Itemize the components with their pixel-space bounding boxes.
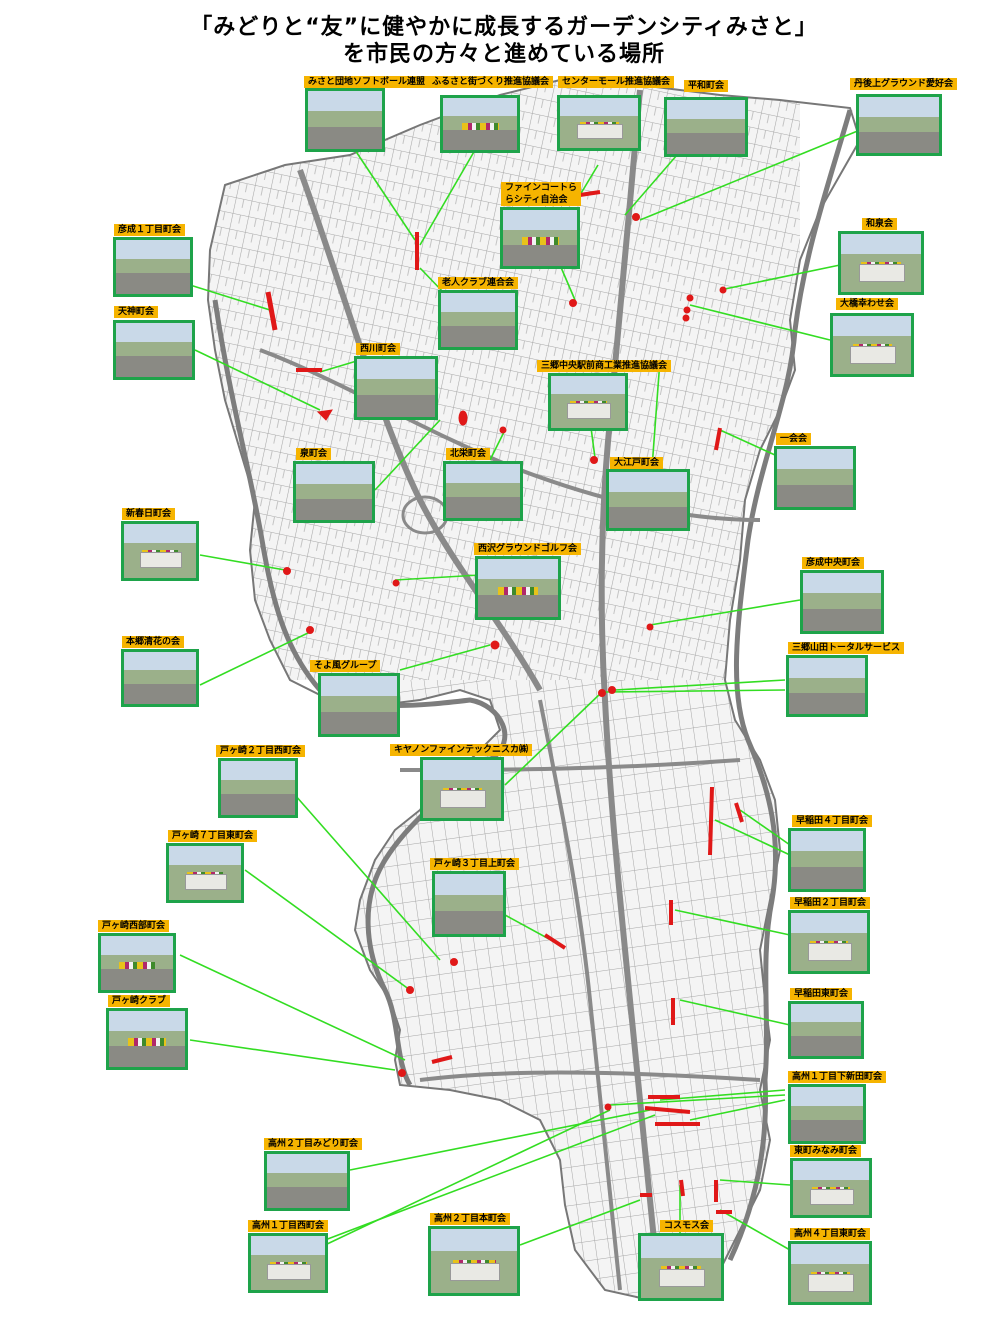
site-label-cosmos: コスモス会 xyxy=(660,1220,714,1232)
site-label-nishiaraya-1: 彦成１丁目町会 xyxy=(114,224,186,236)
site-label-waseda-tou: 早稲田東町会 xyxy=(790,988,853,1000)
site-label-nishikawa: 西川町会 xyxy=(356,343,401,355)
site-photo-nishiaraya-1[interactable] xyxy=(113,237,193,297)
site-photo-higashimachi[interactable] xyxy=(790,1158,872,1218)
site-photo-nishizawa-golf[interactable] xyxy=(475,556,561,620)
site-label-togasaki-club: 戸ヶ崎クラブ xyxy=(108,995,171,1007)
site-label-misato-danchi-softball: みさと団地ソフトボール連盟 xyxy=(304,76,430,88)
site-label-togasaki-7: 戸ヶ崎７丁目東町会 xyxy=(168,830,258,842)
site-photo-takasu-4-higashi[interactable] xyxy=(788,1241,872,1305)
site-photo-sinkasuga[interactable] xyxy=(121,521,199,581)
site-photo-fine-court[interactable] xyxy=(500,207,580,269)
site-photo-soyokaze[interactable] xyxy=(786,655,868,717)
site-markers[interactable] xyxy=(265,190,744,1214)
site-label-togasaki-nishi: 戸ヶ崎西部町会 xyxy=(98,920,170,932)
site-photo-togasaki-3[interactable] xyxy=(432,871,506,937)
site-label-fine-court: ファインコートららシティ自治会 xyxy=(501,182,581,206)
site-photo-waseda-tou[interactable] xyxy=(788,1001,864,1059)
site-label-hayashi-2: 早稲田２丁目町会 xyxy=(790,897,871,909)
site-label-sen: 泉町会 xyxy=(296,448,332,460)
site-label-hikonari-chuou: 彦成中央町会 xyxy=(802,557,865,569)
major-roads xyxy=(259,89,761,1301)
site-photo-takasu-1-nishi[interactable] xyxy=(248,1233,328,1293)
site-photo-hayashi-4[interactable] xyxy=(788,828,866,892)
site-photo-center-mall[interactable] xyxy=(557,95,641,151)
site-photo-hayashi-2[interactable] xyxy=(788,910,870,974)
site-label-ooe: 大江戸町会 xyxy=(610,457,664,469)
title-line-2: を市民の方々と進めている場所 xyxy=(342,42,665,67)
leader-lines xyxy=(179,129,861,1251)
river-east xyxy=(727,109,853,1262)
site-label-rojin-club: 老人クラブ連合会 xyxy=(438,277,519,289)
site-label-center-mall: センターモール推進協議会 xyxy=(558,76,675,88)
river-west xyxy=(212,299,508,1087)
site-label-ichi: 一会会 xyxy=(776,433,812,445)
site-photo-ichi[interactable] xyxy=(774,446,856,510)
site-photo-tanbaue-ground[interactable] xyxy=(856,94,942,156)
site-label-takasu-1-nishi: 高州１丁目西町会 xyxy=(248,1220,329,1232)
site-label-takasu-1-shimo: 高州１丁目下新田町会 xyxy=(788,1071,887,1083)
site-label-takasu-2-midori: 高州２丁目みどり町会 xyxy=(264,1138,363,1150)
title-line-1: 「みどりと“友”に健やかに成長するガーデンシティみさと」 xyxy=(190,15,818,40)
site-photo-cosmos[interactable] xyxy=(638,1233,724,1301)
site-photo-rojin-club[interactable] xyxy=(438,290,518,350)
site-photo-heiwa[interactable] xyxy=(664,97,748,157)
site-photo-takasu-2-hon[interactable] xyxy=(428,1226,520,1296)
site-photo-misato-total[interactable] xyxy=(318,673,400,737)
site-label-togasaki-2-nishi: 戸ヶ崎２丁目西町会 xyxy=(216,745,306,757)
site-photo-wasei[interactable] xyxy=(838,231,924,295)
site-photo-hikonari-chuou[interactable] xyxy=(800,570,884,634)
site-label-togasaki-3: 戸ヶ崎３丁目上町会 xyxy=(430,858,520,870)
site-photo-furusato-machizukuri[interactable] xyxy=(440,95,520,153)
site-photo-sango-shougyou[interactable] xyxy=(548,373,628,431)
site-label-sango-shougyou: 三郷中央駅前商工業推進協議会 xyxy=(537,360,672,372)
site-photo-takasu-2-midori[interactable] xyxy=(264,1151,350,1211)
site-photo-togasaki-7[interactable] xyxy=(166,843,244,903)
site-label-hokuei: 北栄町会 xyxy=(446,448,491,460)
site-label-misato-total: そよ風グループ xyxy=(310,660,381,672)
site-label-tenjin: 天神町会 xyxy=(114,306,159,318)
site-photo-hokuei[interactable] xyxy=(443,461,523,521)
site-label-takasu-4-higashi: 高州４丁目東町会 xyxy=(790,1228,871,1240)
site-photo-nishikawa[interactable] xyxy=(354,356,438,420)
site-label-takasu-2-hon: 高州２丁目本町会 xyxy=(430,1213,511,1225)
site-label-sinkasuga: 新春日町会 xyxy=(122,508,176,520)
site-label-soyokaze: 三郷山田トータルサービス xyxy=(788,642,905,654)
site-photo-ooe[interactable] xyxy=(606,469,690,531)
site-label-tanbaue-ground: 丹後上グラウンド愛好会 xyxy=(850,78,958,90)
site-photo-togasaki-nishi[interactable] xyxy=(98,933,176,993)
site-photo-honmachi-kiyoshi[interactable] xyxy=(121,649,199,707)
page-title: 「みどりと“友”に健やかに成長するガーデンシティみさと」 を市民の方々と進めてい… xyxy=(0,14,1008,68)
site-photo-misato-danchi-softball[interactable] xyxy=(305,88,385,152)
site-label-nishizawa-golf: 西沢グラウンドゴルフ会 xyxy=(474,543,582,555)
site-label-honmachi-kiyoshi: 本郷清花の会 xyxy=(122,636,185,648)
site-photo-canon[interactable] xyxy=(420,757,504,821)
site-photo-togasaki-2-nishi[interactable] xyxy=(218,758,298,818)
site-photo-takasu-1-shimo[interactable] xyxy=(788,1084,866,1144)
site-label-canon: キヤノンファインテックニスカ㈱ xyxy=(390,744,533,756)
site-photo-togasaki-club[interactable] xyxy=(106,1008,188,1070)
site-label-higashimachi: 東町みなみ町会 xyxy=(790,1145,862,1157)
site-label-oohashi-awase: 大橋幸わせ会 xyxy=(836,298,899,310)
site-label-hayashi-4: 早稲田４丁目町会 xyxy=(792,815,873,827)
site-photo-sen[interactable] xyxy=(293,461,375,523)
site-label-wasei: 和泉会 xyxy=(862,218,898,230)
site-label-furusato-machizukuri: ふるさと街づくり推進協議会 xyxy=(428,76,554,88)
site-photo-oohashi-awase[interactable] xyxy=(830,313,914,377)
site-photo-tenjin[interactable] xyxy=(113,320,195,380)
site-label-heiwa: 平和町会 xyxy=(684,80,729,92)
